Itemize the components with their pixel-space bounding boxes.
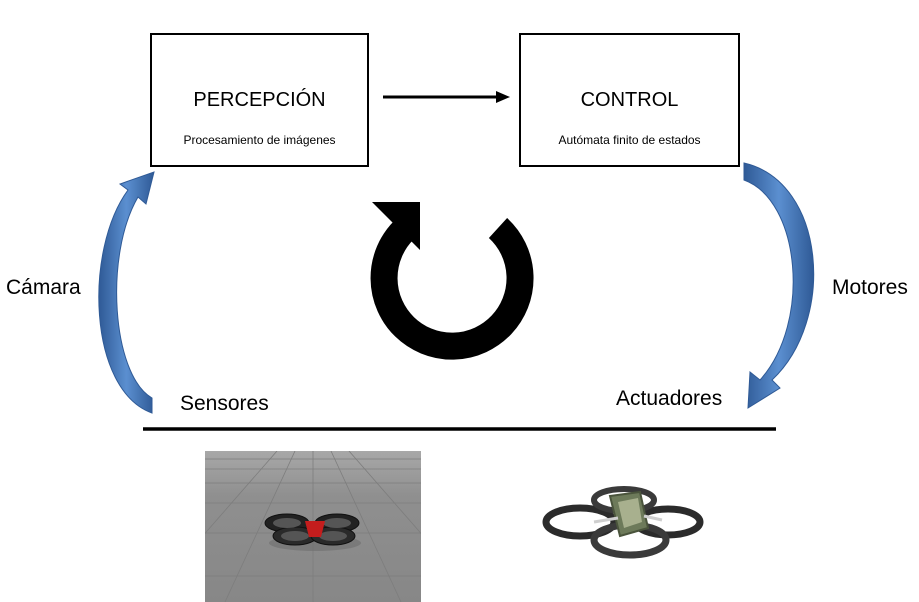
simulated-drone-image <box>205 451 421 602</box>
cycle-icon <box>370 202 534 360</box>
sim-drone-icon <box>264 513 360 546</box>
camera-label: Cámara <box>6 276 81 299</box>
control-box: CONTROL Autómata finito de estados <box>519 33 740 167</box>
perception-box: PERCEPCIÓN Procesamiento de imágenes <box>150 33 369 167</box>
control-title: CONTROL <box>580 89 679 111</box>
motors-label: Motores <box>832 276 908 299</box>
actuators-label: Actuadores <box>616 387 723 410</box>
real-drone-image <box>540 478 710 568</box>
motors-arrow <box>743 162 815 409</box>
sensors-label: Sensores <box>180 392 269 415</box>
perception-title: PERCEPCIÓN <box>193 89 326 111</box>
control-subtitle: Autómata finito de estados <box>558 133 701 147</box>
real-drone-icon <box>542 486 704 559</box>
perception-to-control-arrow <box>383 91 510 103</box>
perception-subtitle: Procesamiento de imágenes <box>183 133 336 147</box>
camera-arrow <box>98 171 155 414</box>
